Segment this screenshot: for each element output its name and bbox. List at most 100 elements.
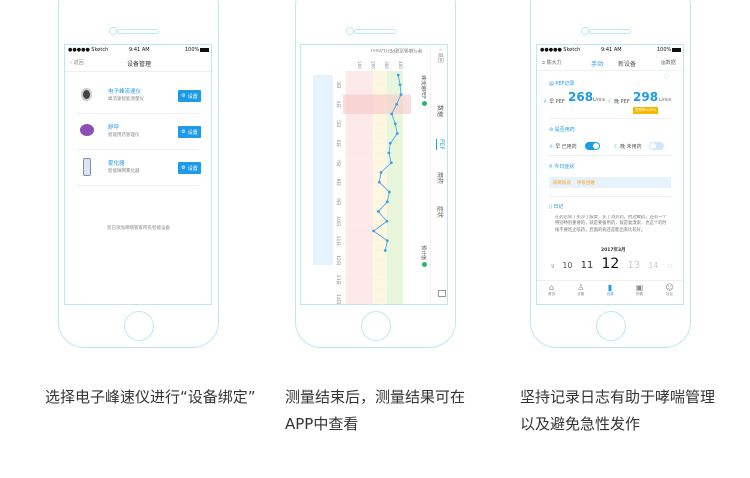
y-tick-label: 400 bbox=[398, 61, 403, 69]
speaker bbox=[354, 29, 396, 34]
pef-point bbox=[390, 112, 394, 116]
x-tick-label: 8日 bbox=[335, 179, 341, 186]
symptom-section-title: ⚲ 今日症状 bbox=[549, 164, 575, 170]
pef-point bbox=[389, 161, 393, 165]
pef-point bbox=[388, 141, 392, 145]
pef-point bbox=[395, 132, 399, 135]
page-title: 设备管理 bbox=[127, 61, 152, 68]
x-tick-label: 9日 bbox=[335, 198, 341, 205]
battery-icon bbox=[672, 48, 681, 52]
diary-screen: ●●●●● Sketch 9:41 AM 100% ⍝ 陈大力 手动 新设备 ▥… bbox=[536, 44, 684, 305]
pef-point bbox=[387, 190, 391, 194]
medicine-icon: ▣ bbox=[635, 283, 644, 292]
pef-point bbox=[387, 151, 391, 155]
person-icon: ⍝ bbox=[542, 60, 546, 66]
pef-point bbox=[372, 229, 376, 233]
diary-section-title: ▯ 日记 bbox=[549, 204, 564, 210]
bar-chart-icon: ▥ bbox=[661, 60, 666, 66]
diary-text[interactable]: 在药店除了买沙丁胺醇，买了消炎药，抗过敏药，还有一个特别特别重要的，就是要备用药… bbox=[555, 215, 667, 233]
device-desc: 智能微网雾化器 bbox=[108, 169, 140, 174]
device-desc: 智能用药管理仪 bbox=[108, 133, 140, 138]
bottom-tab-medicine[interactable]: ▣药箱 bbox=[635, 283, 644, 296]
clock: 9:41 AM bbox=[601, 47, 622, 53]
pef-point bbox=[385, 219, 389, 223]
x-tick-label: 14日 bbox=[335, 294, 341, 304]
selected-day[interactable]: 12 bbox=[601, 256, 620, 272]
day[interactable]: 14 bbox=[648, 261, 659, 270]
device-desc: 峰流速智能测量仪 bbox=[108, 97, 144, 102]
x-tick-label: 6日 bbox=[335, 140, 341, 147]
bottom-tab-home[interactable]: ⌂首页 bbox=[548, 283, 556, 296]
pef-point bbox=[396, 73, 400, 77]
day-picker[interactable]: 9 10 11 12 13 14 15 bbox=[551, 256, 673, 272]
caption-1: 选择电子峰速仪进行“设备绑定” bbox=[45, 388, 256, 406]
morning-pef-label: ☼ 早 PEF bbox=[543, 99, 565, 105]
zone-band bbox=[386, 71, 404, 304]
battery: 100% bbox=[657, 47, 672, 53]
med-section-title: ⊘ 是否用药 bbox=[549, 127, 575, 133]
pef-point bbox=[395, 102, 399, 106]
back-label: 返回 bbox=[73, 60, 84, 66]
evening-med-toggle[interactable] bbox=[649, 142, 664, 150]
pef-section-title: ▤ PEF记录 bbox=[549, 81, 575, 87]
caption-2: 测量结束后，测量结果可在APP中查看 bbox=[285, 388, 466, 433]
morning-med-toggle[interactable] bbox=[585, 142, 600, 150]
settings-button[interactable]: ⚙设置 bbox=[178, 162, 201, 174]
pef-point bbox=[385, 239, 389, 243]
morning-med-label: ☼ 早 已用药 bbox=[549, 144, 577, 150]
home-icon: ⌂ bbox=[549, 283, 555, 292]
unit: L/min bbox=[593, 98, 606, 103]
tab-data[interactable]: ▥数据 bbox=[661, 60, 676, 66]
morning-pef-input[interactable]: 268 bbox=[568, 90, 594, 104]
evening-pev-input[interactable]: 298 bbox=[633, 90, 659, 104]
symptom-icon: ⚲ bbox=[549, 164, 553, 170]
moon-icon: ☾ bbox=[614, 144, 619, 150]
day[interactable]: 13 bbox=[627, 260, 641, 271]
peak-flow-meter-icon bbox=[81, 88, 92, 101]
evening-med-label: ☾ 晚 未用药 bbox=[614, 144, 642, 150]
day[interactable]: 9 bbox=[551, 264, 555, 270]
bottom-tab-community[interactable]: ☺社区 bbox=[665, 283, 674, 296]
pef-point bbox=[393, 122, 397, 126]
pef-point bbox=[398, 83, 402, 87]
caption-3: 坚持记录日志有助于哮喘管理以及避免急性发作 bbox=[520, 388, 716, 433]
camera bbox=[346, 27, 354, 35]
day-detail-box bbox=[313, 75, 333, 265]
day[interactable]: 11 bbox=[580, 260, 594, 271]
camera bbox=[109, 27, 117, 35]
symptom-tag: 咳嗽咳痰 bbox=[553, 181, 571, 186]
refresh-icon[interactable]: ◌ bbox=[664, 73, 670, 80]
day[interactable]: 15 bbox=[666, 264, 673, 270]
gear-icon: ⚙ bbox=[181, 93, 186, 99]
user-button[interactable]: ⍝ 陈大力 bbox=[542, 60, 562, 66]
settings-button[interactable]: ⚙设置 bbox=[178, 90, 201, 102]
battery: 100% bbox=[185, 47, 200, 53]
footer-note: 您已添加哮喘管家所有智能设备 bbox=[107, 226, 170, 231]
settings-button[interactable]: ⚙设置 bbox=[178, 126, 201, 138]
zone-band bbox=[372, 71, 387, 304]
symptom-tag: 呼吸困难 bbox=[577, 181, 595, 186]
tab-new-device[interactable]: 新设备 bbox=[618, 61, 637, 68]
notebook-icon: ▯ bbox=[549, 204, 552, 210]
inhaler-manager-icon bbox=[80, 124, 94, 136]
device-name: 电子峰流速仪 bbox=[108, 89, 142, 95]
back-button[interactable]: ‹ 返回 bbox=[70, 60, 84, 66]
x-tick-label: 3日 bbox=[335, 81, 341, 88]
speaker bbox=[589, 29, 631, 34]
pef-point bbox=[385, 200, 389, 204]
device-name: 雾化器 bbox=[108, 161, 125, 167]
home-button bbox=[124, 311, 154, 341]
bottom-tab-doctor[interactable]: ♙诊断 bbox=[577, 283, 585, 296]
chart-title: 呼气峰值流速PEF(L/min) bbox=[371, 47, 423, 52]
home-button bbox=[596, 311, 626, 341]
pill-icon: ⊘ bbox=[549, 127, 554, 133]
speaker bbox=[117, 29, 159, 34]
day[interactable]: 10 bbox=[562, 261, 573, 270]
record-icon: ▤ bbox=[549, 81, 554, 87]
symptom-tags[interactable]: 咳嗽咳痰 呼吸困难 bbox=[549, 177, 671, 188]
bottom-tab-record[interactable]: ▮记录 bbox=[606, 283, 614, 296]
variability-badge: 变异率≤20% bbox=[633, 107, 659, 114]
